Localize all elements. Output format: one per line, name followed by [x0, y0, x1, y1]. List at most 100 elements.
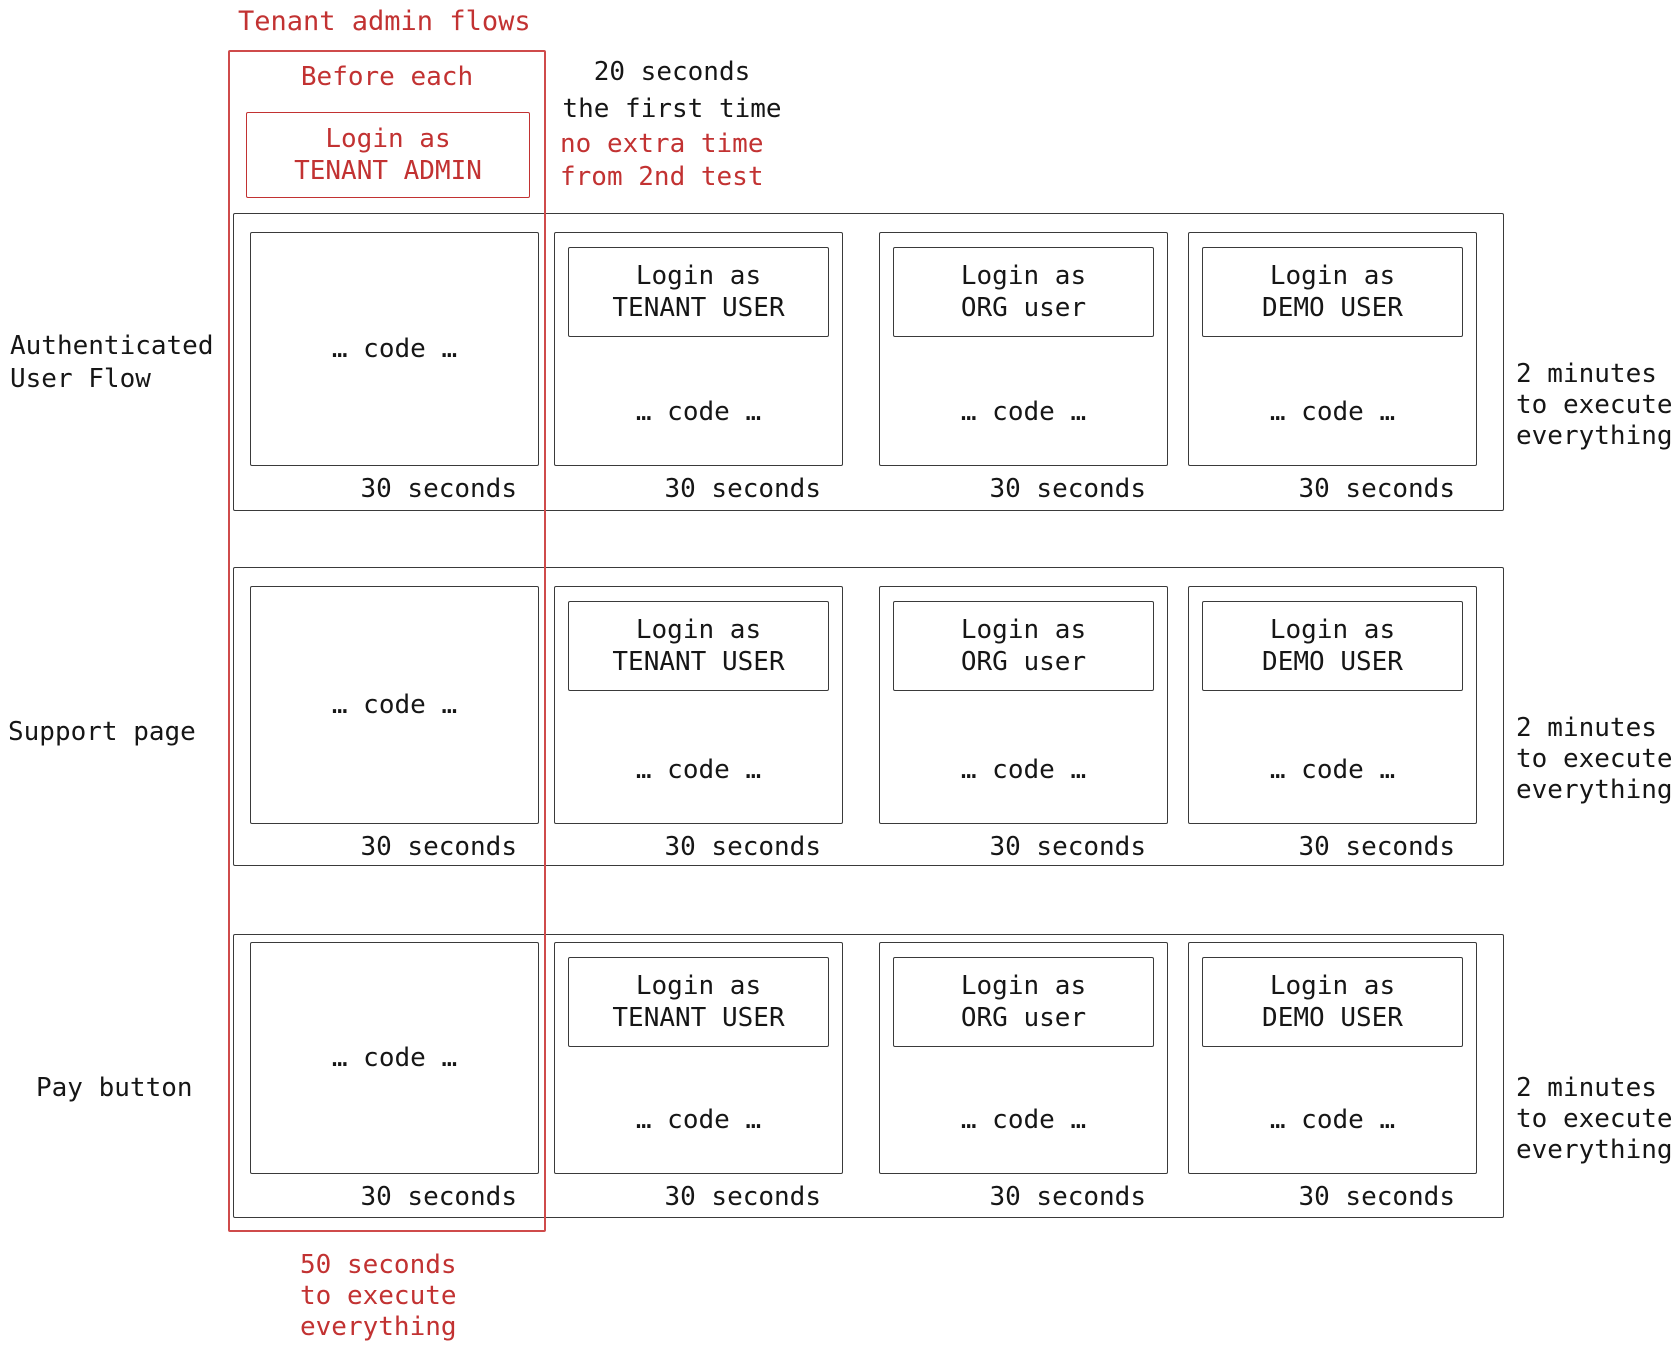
row-label-line: Support page: [8, 717, 196, 747]
flow-row-support-page: … code … 30 seconds Login as TENANT USER…: [233, 567, 1504, 866]
code-placeholder: … code …: [960, 755, 1087, 785]
duration-label: 30 seconds: [664, 1182, 821, 1212]
row-label-pay-button: Pay button: [36, 1072, 193, 1105]
code-placeholder: … code …: [1269, 397, 1396, 427]
code-box: … code …: [250, 232, 539, 466]
row-label-line: User Flow: [10, 364, 151, 394]
login-tenant-admin-line: TENANT ADMIN: [294, 156, 482, 186]
login-line: ORG user: [960, 647, 1087, 677]
login-line: DEMO USER: [1262, 293, 1403, 323]
total-time-note-line: to execute: [1516, 390, 1673, 420]
total-time-note: 2 minutes to execute everything: [1516, 359, 1673, 452]
duration-label: 30 seconds: [1298, 474, 1455, 504]
duration-label: 30 seconds: [989, 1182, 1146, 1212]
login-tenant-admin-line: Login as: [325, 124, 451, 154]
total-time-note-line: everything: [1516, 421, 1673, 451]
test-box-tenant-user: Login as TENANT USER … code …: [554, 232, 843, 466]
row-label-authenticated-user-flow: Authenticated User Flow: [10, 330, 214, 396]
code-placeholder: … code …: [635, 755, 762, 785]
test-box-org-user: Login as ORG user … code …: [879, 586, 1168, 824]
total-time-note-line: 2 minutes: [1516, 1073, 1657, 1103]
total-time-note-line: to execute: [1516, 1104, 1673, 1134]
code-box: … code …: [250, 586, 539, 824]
login-line: Login as: [1269, 971, 1396, 1001]
login-tenant-user-box: Login as TENANT USER: [568, 957, 829, 1047]
login-line: DEMO USER: [1262, 647, 1403, 677]
no-extra-time-note-line: from 2nd test: [560, 162, 764, 192]
flow-row-authenticated-user-flow: … code … 30 seconds Login as TENANT USER…: [233, 213, 1504, 511]
duration-label: 30 seconds: [360, 832, 517, 862]
first-time-note: 20 seconds the first time: [556, 54, 788, 128]
duration-label: 30 seconds: [989, 474, 1146, 504]
total-time-note-line: 2 minutes: [1516, 713, 1657, 743]
duration-label: 30 seconds: [360, 474, 517, 504]
code-placeholder: … code …: [331, 334, 458, 364]
login-line: DEMO USER: [1262, 1003, 1403, 1033]
code-placeholder: … code …: [635, 397, 762, 427]
total-time-note: 2 minutes to execute everything: [1516, 713, 1673, 806]
code-placeholder: … code …: [331, 1043, 458, 1073]
login-org-user-box: Login as ORG user: [893, 957, 1154, 1047]
row-label-line: Pay button: [36, 1073, 193, 1103]
code-placeholder: … code …: [331, 690, 458, 720]
total-time-note-line: to execute: [1516, 744, 1673, 774]
setup-total-time-note-line: everything: [300, 1312, 457, 1342]
test-box-demo-user: Login as DEMO USER … code …: [1188, 586, 1477, 824]
login-demo-user-box: Login as DEMO USER: [1202, 601, 1463, 691]
duration-label: 30 seconds: [360, 1182, 517, 1212]
login-line: Login as: [960, 261, 1087, 291]
total-time-note-line: everything: [1516, 775, 1673, 805]
login-line: Login as: [960, 615, 1087, 645]
login-org-user-box: Login as ORG user: [893, 247, 1154, 337]
code-placeholder: … code …: [635, 1105, 762, 1135]
flow-row-pay-button: … code … 30 seconds Login as TENANT USER…: [233, 934, 1504, 1218]
code-placeholder: … code …: [960, 397, 1087, 427]
test-box-tenant-user: Login as TENANT USER … code …: [554, 586, 843, 824]
setup-total-time-note-line: to execute: [300, 1281, 457, 1311]
duration-label: 30 seconds: [1298, 1182, 1455, 1212]
login-line: ORG user: [960, 1003, 1087, 1033]
login-demo-user-box: Login as DEMO USER: [1202, 247, 1463, 337]
login-org-user-box: Login as ORG user: [893, 601, 1154, 691]
before-each-label: Before each: [300, 62, 474, 92]
login-demo-user-box: Login as DEMO USER: [1202, 957, 1463, 1047]
test-box-tenant-user: Login as TENANT USER … code …: [554, 942, 843, 1174]
setup-total-time-note: 50 seconds to execute everything: [300, 1250, 457, 1343]
test-box-demo-user: Login as DEMO USER … code …: [1188, 232, 1477, 466]
no-extra-time-note-line: no extra time: [560, 129, 764, 159]
code-placeholder: … code …: [1269, 1105, 1396, 1135]
first-time-note-line: 20 seconds: [593, 57, 751, 87]
duration-label: 30 seconds: [664, 474, 821, 504]
code-box: … code …: [250, 942, 539, 1174]
login-line: Login as: [1269, 615, 1396, 645]
total-time-note-line: 2 minutes: [1516, 359, 1657, 389]
login-tenant-user-box: Login as TENANT USER: [568, 247, 829, 337]
login-line: Login as: [635, 971, 762, 1001]
login-line: TENANT USER: [612, 647, 785, 677]
diagram-title: Tenant admin flows: [238, 6, 531, 37]
code-placeholder: … code …: [1269, 755, 1396, 785]
no-extra-time-note: no extra time from 2nd test: [560, 128, 764, 194]
total-time-note: 2 minutes to execute everything: [1516, 1073, 1673, 1166]
duration-label: 30 seconds: [664, 832, 821, 862]
login-tenant-admin-box: Login as TENANT ADMIN: [246, 112, 530, 198]
duration-label: 30 seconds: [1298, 832, 1455, 862]
row-label-support-page: Support page: [8, 716, 196, 749]
login-tenant-user-box: Login as TENANT USER: [568, 601, 829, 691]
test-box-org-user: Login as ORG user … code …: [879, 232, 1168, 466]
duration-label: 30 seconds: [989, 832, 1146, 862]
login-line: Login as: [635, 261, 762, 291]
code-placeholder: … code …: [960, 1105, 1087, 1135]
setup-total-time-note-line: 50 seconds: [300, 1250, 457, 1280]
total-time-note-line: everything: [1516, 1135, 1673, 1165]
test-box-org-user: Login as ORG user … code …: [879, 942, 1168, 1174]
login-line: TENANT USER: [612, 293, 785, 323]
login-line: ORG user: [960, 293, 1087, 323]
test-box-demo-user: Login as DEMO USER … code …: [1188, 942, 1477, 1174]
login-line: Login as: [635, 615, 762, 645]
row-label-line: Authenticated: [10, 331, 214, 361]
login-line: Login as: [1269, 261, 1396, 291]
login-line: Login as: [960, 971, 1087, 1001]
first-time-note-line: the first time: [562, 94, 782, 124]
